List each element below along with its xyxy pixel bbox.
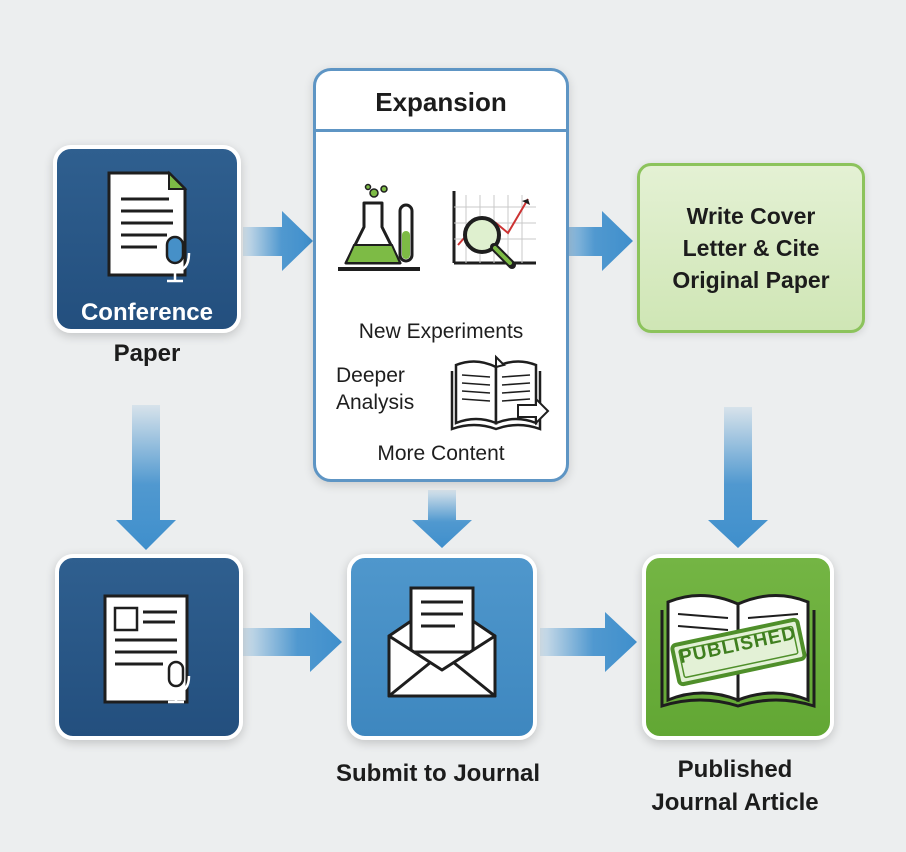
- arrow-down-2: [412, 490, 472, 548]
- book-stack-icon: [450, 354, 550, 431]
- conference-document-box: [55, 554, 243, 740]
- expansion-box: Expansion New Experiments Deeper Analysi…: [313, 68, 569, 482]
- submit-journal-label: Submit to Journal: [336, 760, 540, 787]
- deeper-analysis-label-line1: Deeper: [336, 364, 405, 387]
- cover-line1: Write Cover: [686, 203, 816, 229]
- arrow-down-1: [116, 405, 176, 550]
- cover-line2: Letter & Cite: [682, 235, 820, 261]
- conference-label-line2: Paper: [113, 340, 181, 367]
- published-box: PUBLISHED: [642, 554, 834, 740]
- document-microphone-icon-2: [103, 594, 191, 704]
- more-content-label: More Content: [377, 442, 505, 465]
- chart-magnifier-icon: [452, 191, 536, 269]
- open-book-published-icon: [660, 593, 816, 709]
- expansion-title: Expansion: [375, 87, 507, 117]
- published-label-line1: Published: [677, 756, 793, 783]
- cover-line3: Original Paper: [672, 267, 830, 293]
- expansion-title-divider: [316, 129, 566, 132]
- submit-journal-box: [347, 554, 537, 740]
- cover-letter-box: Write Cover Letter & Cite Original Paper: [637, 163, 865, 333]
- published-label-line2: Journal Article: [651, 789, 819, 816]
- conference-label-line1: Conference: [80, 299, 214, 326]
- cover-letter-text: Write Cover Letter & Cite Original Paper: [672, 200, 829, 296]
- arrow-down-3: [708, 407, 768, 548]
- envelope-icon: [387, 586, 497, 698]
- document-microphone-icon: [107, 170, 191, 283]
- deeper-analysis-label-line2: Analysis: [336, 391, 415, 414]
- conference-paper-box: Conference: [53, 145, 241, 333]
- arrow-right-4: [540, 612, 637, 672]
- arrow-right-1: [243, 211, 313, 271]
- arrow-right-3: [243, 612, 342, 672]
- new-experiments-label: New Experiments: [358, 320, 524, 343]
- flask-icon: [338, 183, 420, 271]
